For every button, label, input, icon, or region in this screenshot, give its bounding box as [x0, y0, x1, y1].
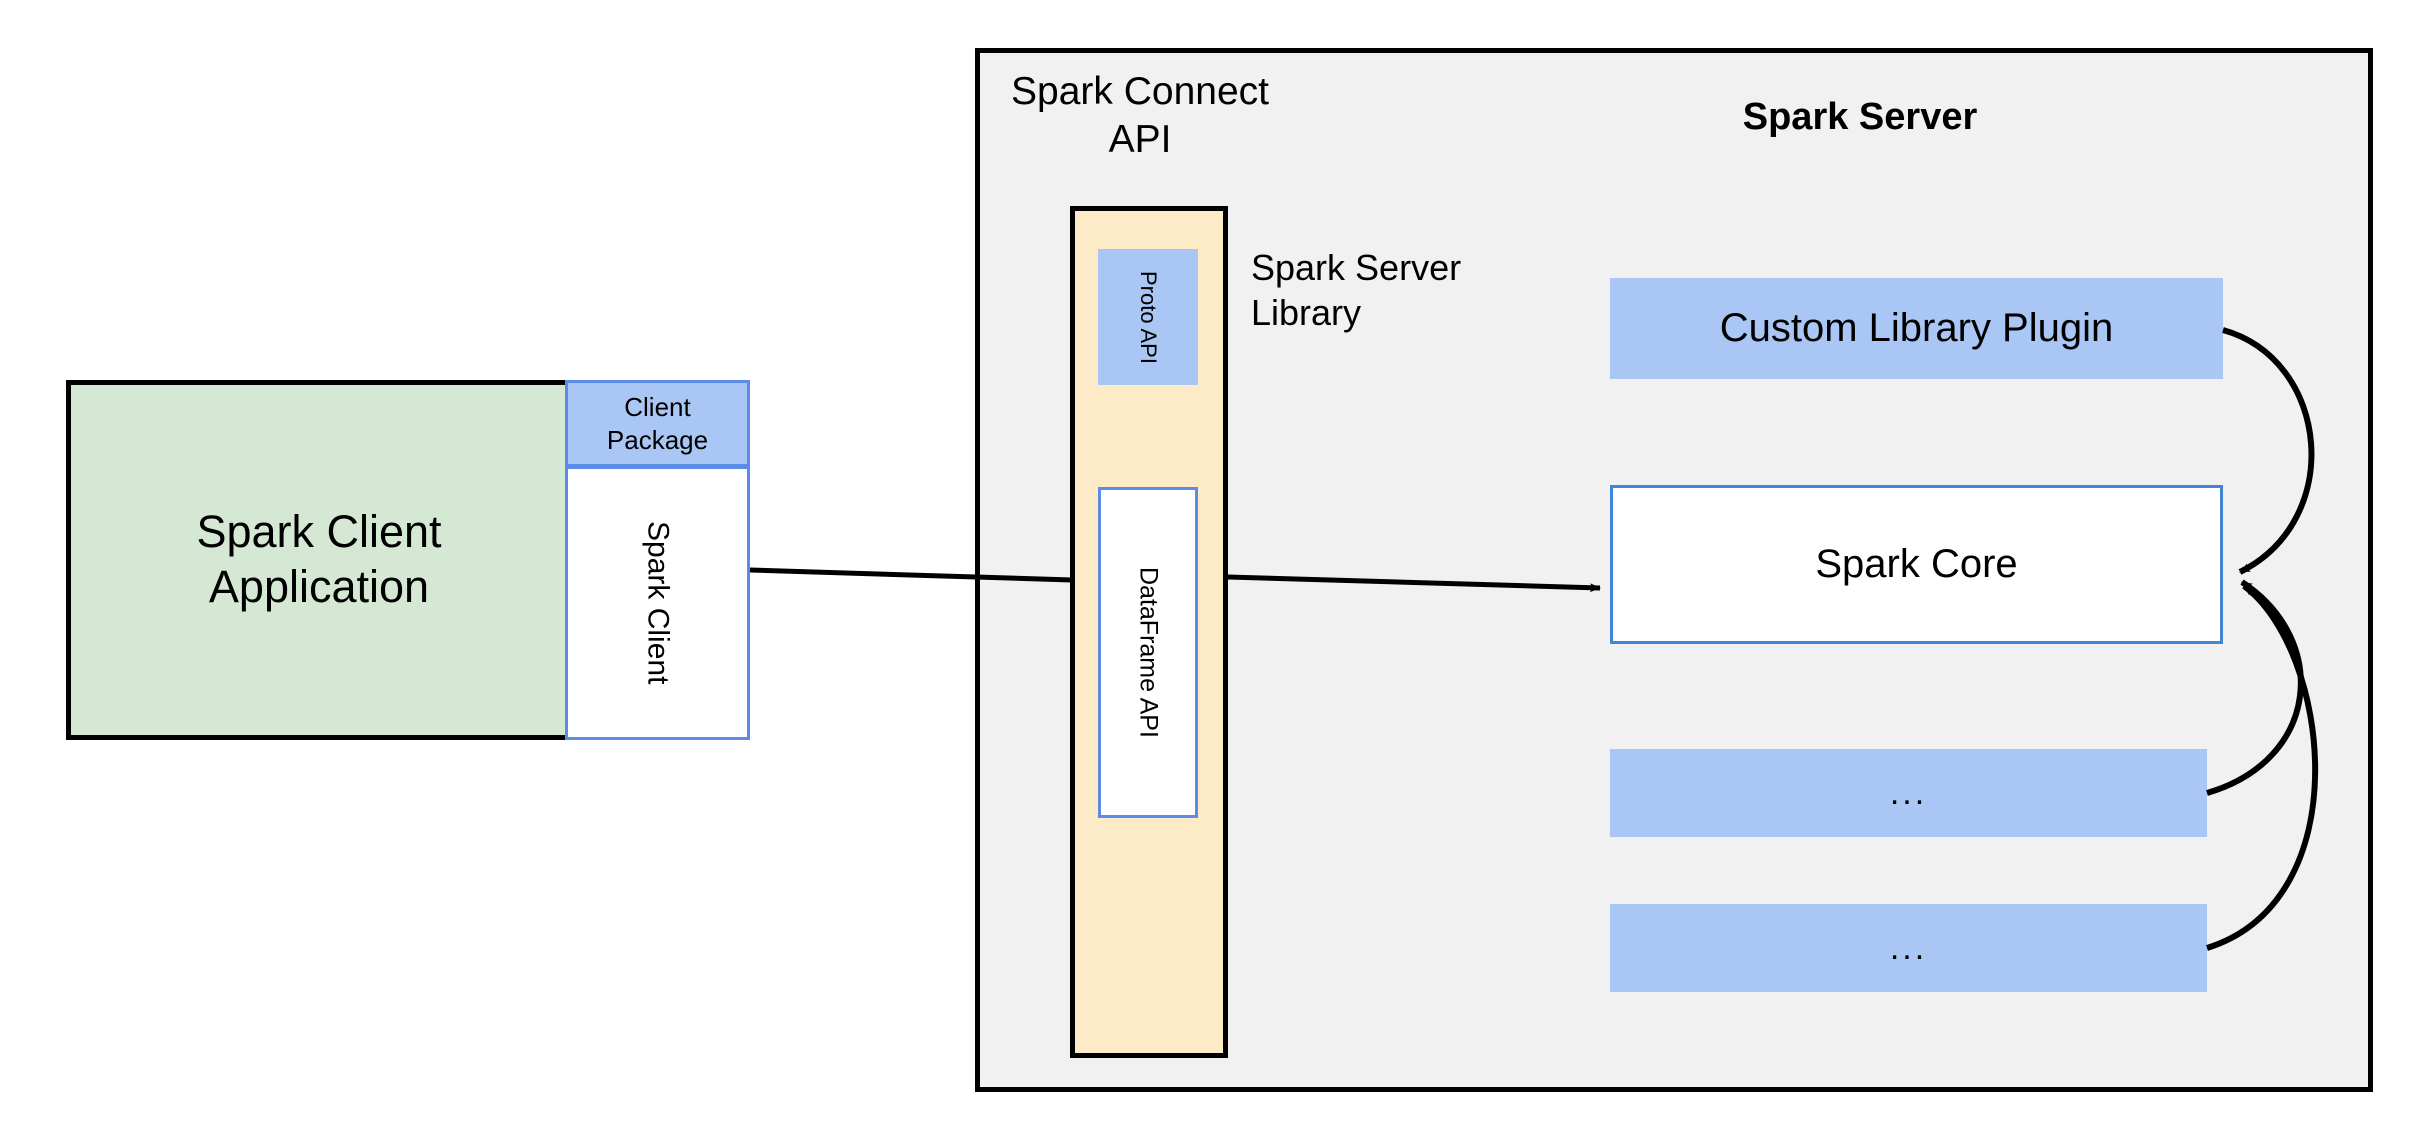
spark-server-title: Spark Server: [1742, 96, 1978, 138]
plugin-placeholder-box-1[interactable]: ...: [1610, 749, 2207, 837]
spark-core-box[interactable]: Spark Core: [1610, 485, 2223, 644]
plugin-placeholder-box-2[interactable]: ...: [1610, 904, 2207, 992]
custom-library-plugin-box[interactable]: Custom Library Plugin: [1610, 278, 2223, 379]
client-package-label: Client Package: [606, 392, 709, 455]
proto-api-label: Proto API: [1136, 270, 1161, 364]
custom-library-plugin-label: Custom Library Plugin: [1719, 306, 2114, 350]
spark-core-label: Spark Core: [1815, 542, 2018, 586]
dataframe-api-box[interactable]: DataFrame API: [1098, 487, 1198, 818]
spark-client-box[interactable]: Spark Client: [565, 466, 750, 740]
proto-api-box[interactable]: Proto API: [1098, 249, 1198, 385]
spark-client-application-label: Spark Client Application: [196, 506, 442, 612]
plugin-placeholder-label-1: ...: [1889, 773, 1928, 812]
spark-connect-api-label: Spark Connect API: [1011, 70, 1269, 161]
dataframe-api-label: DataFrame API: [1134, 567, 1163, 738]
client-package-box[interactable]: Client Package: [565, 380, 750, 467]
spark-server-library-label: Spark Server Library: [1251, 247, 1462, 333]
spark-client-application-box[interactable]: Spark Client Application: [66, 380, 572, 740]
spark-client-label: Spark Client: [641, 521, 675, 685]
plugin-placeholder-label-2: ...: [1889, 928, 1928, 967]
